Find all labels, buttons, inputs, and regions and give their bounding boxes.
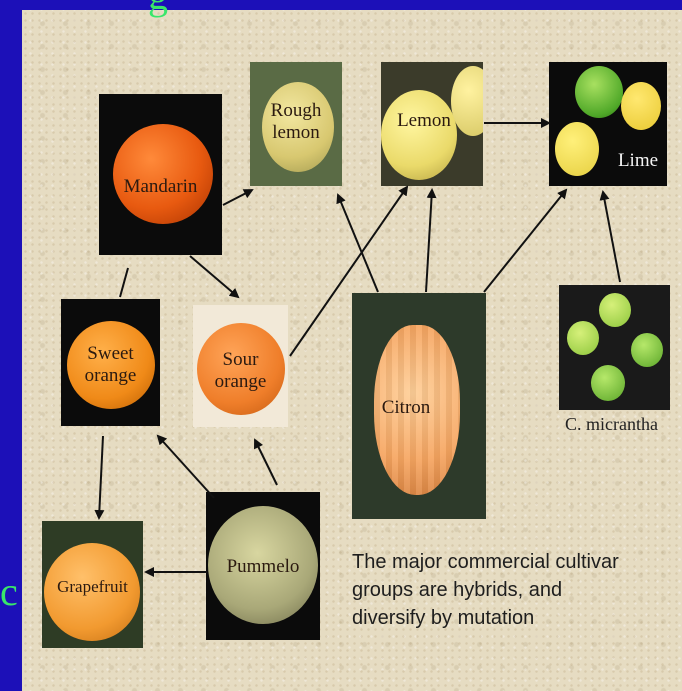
arrow-citron-to-lemon (426, 190, 432, 292)
arrow-pummelo-to-sour-orange (255, 440, 277, 485)
arrow-mandarin-to-rough-lemon (223, 190, 252, 205)
arrow-mandarin-to-sour-orange (190, 256, 238, 297)
arrow-pummelo-to-sweet-orange (158, 436, 214, 498)
arrow-sour-orange-to-lemon (290, 187, 407, 356)
line-mandarin-sweet-orange (120, 268, 128, 297)
caption-text: The major commercial cultivar groups are… (352, 548, 672, 632)
arrow-sweet-orange-to-grapefruit (99, 436, 103, 518)
arrow-citron-to-lime (484, 190, 566, 292)
arrow-c-micrantha-to-lime (603, 192, 620, 282)
